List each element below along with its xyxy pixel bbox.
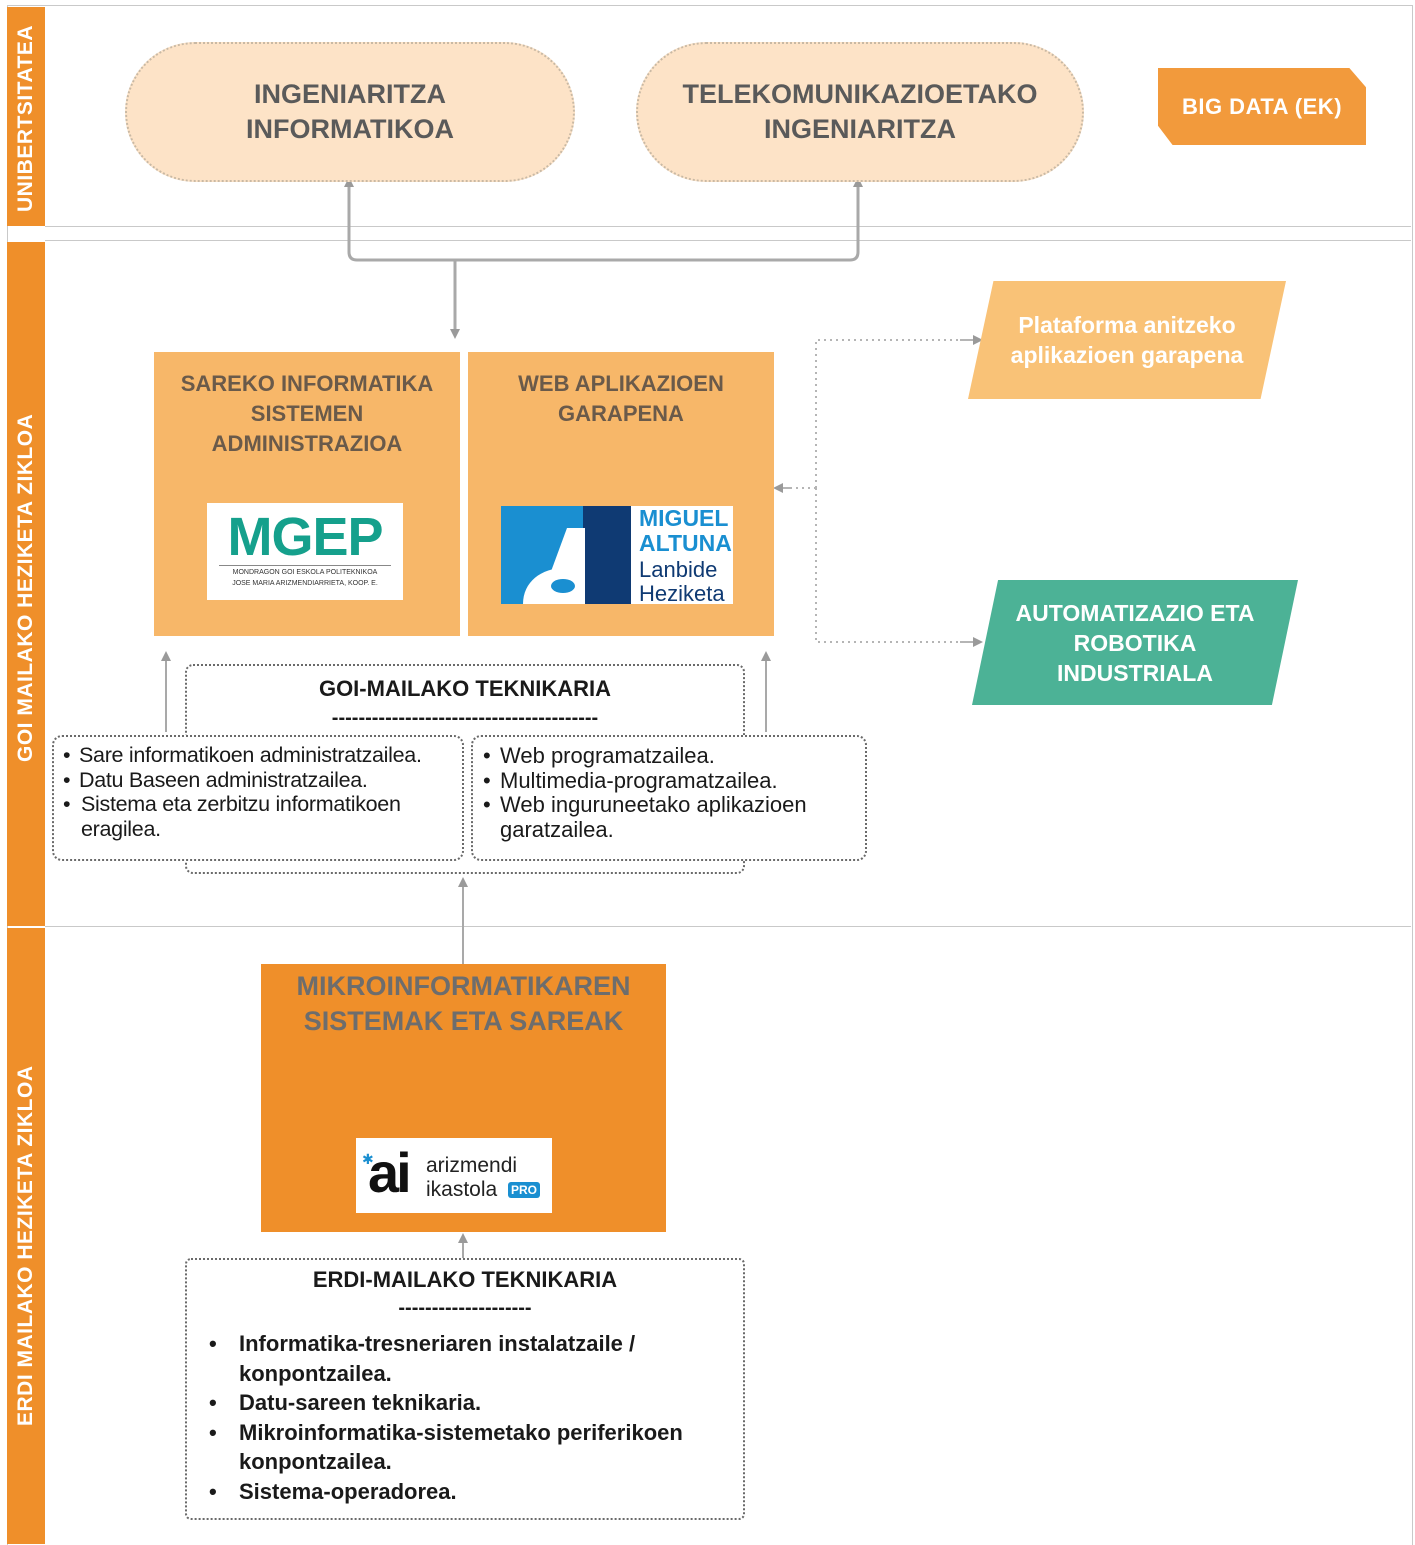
band-university: UNIBERTSITATEA <box>7 7 45 226</box>
big-data-badge: BIG DATA (EK) <box>1158 68 1366 145</box>
goi-job-left-3: •Sistema eta zerbitzu informatikoen erag… <box>63 792 401 841</box>
altuna-logo-line-3: Lanbide <box>639 557 718 582</box>
band-divider-top-2 <box>45 240 1411 241</box>
degree-1-line-2: INFORMATIKOA <box>246 114 454 144</box>
erdi-job-2: •Datu-sareen teknikaria. <box>209 1390 482 1415</box>
goi-job-left-2: •Datu Baseen administratzailea. <box>63 767 368 792</box>
altuna-logo-mark <box>501 506 631 604</box>
mgep-logo-line-2: JOSE MARIA ARIZMENDIARRIETA, KOOP. E. <box>232 580 378 587</box>
band-divider-top <box>45 226 1411 227</box>
erdi-job-4: •Sistema-operadorea. <box>209 1478 457 1504</box>
mgep-logo-rule <box>219 565 391 566</box>
course-2-title-line-1: WEB APLIKAZIOEN <box>518 371 724 396</box>
arizmendi-logo-mark: ai <box>368 1141 412 1204</box>
altuna-logo-line-1: MIGUEL <box>639 505 729 531</box>
spec-1-line-2: aplikazioen garapena <box>1010 342 1244 368</box>
goi-jobs-right: •Web programatzailea. •Multimedia-progra… <box>471 735 867 861</box>
altuna-logo-line-2: ALTUNA <box>639 530 732 556</box>
erdi-technician-rule: -------------------- <box>398 1297 532 1319</box>
connector-spec-dotted <box>785 339 968 643</box>
erdi-jobs-list: •Informatika-tresneriaren instalatzaile … <box>209 1329 693 1506</box>
mgep-logo: MGEP MONDRAGON GOI ESKOLA POLITEKNIKOA J… <box>207 503 403 600</box>
erdi-technician-box: ERDI-MAILAKO TEKNIKARIA ----------------… <box>185 1258 745 1520</box>
goi-job-right-2: •Multimedia-programatzailea. <box>483 767 778 793</box>
goi-jobs-left: •Sare informatikoen administratzailea. •… <box>52 735 464 861</box>
spec-1-line-1: Plataforma anitzeko <box>1018 312 1236 338</box>
degree-1-line-1: INGENIARITZA <box>253 79 446 109</box>
course-1-title-line-2: SISTEMEN <box>250 401 364 426</box>
band-middle: ERDI MAILAKO HEZIKETA ZIKLOA <box>7 928 45 1544</box>
arizmendi-logo-badge: PRO <box>508 1182 541 1198</box>
course-web-apps: WEB APLIKAZIOEN GARAPENA MIGUEL ALTUNA L… <box>468 352 774 636</box>
degree-2-line-1: TELEKOMUNIKAZIOETAKO <box>682 79 1038 109</box>
spec-2-line-2: ROBOTIKA <box>1073 629 1197 656</box>
course-network-systems-title: SAREKO INFORMATIKA SISTEMEN ADMINISTRAZI… <box>154 369 460 459</box>
spec-2-line-3: INDUSTRIALA <box>1057 659 1213 686</box>
erdi-technician-title: ERDI-MAILAKO TEKNIKARIA <box>312 1267 618 1292</box>
altuna-logo: MIGUEL ALTUNA Lanbide Heziketa <box>501 505 733 606</box>
degree-2-line-2: INGENIARITZA <box>763 114 956 144</box>
mgep-logo-line-1: MONDRAGON GOI ESKOLA POLITEKNIKOA <box>232 569 378 576</box>
band-higher: GOI MAILAKO HEZIKETA ZIKLOA <box>7 242 45 926</box>
goi-job-right-3: •Web inguruneetako aplikazioen garatzail… <box>483 792 807 842</box>
course-2-title-line-2: GARAPENA <box>558 401 684 426</box>
erdi-job-1: •Informatika-tresneriaren instalatzaile … <box>209 1331 636 1386</box>
degree-computer-engineering: INGENIARITZA INFORMATIKOA <box>125 42 575 182</box>
goi-job-left-1: •Sare informatikoen administratzailea. <box>63 743 422 767</box>
arizmendi-logo: ai ✱ arizmendi ikastola PRO <box>356 1138 552 1213</box>
mgep-logo-wordmark: MGEP <box>227 507 383 567</box>
course-mikro-title: MIKROINFORMATIKAREN SISTEMAK ETA SAREAK <box>261 969 666 1039</box>
spec-automation-robotics: AUTOMATIZAZIO ETA ROBOTIKA INDUSTRIALA <box>972 580 1298 705</box>
arizmendi-logo-line-1: arizmendi <box>426 1154 518 1177</box>
course-1-title-line-1: SAREKO INFORMATIKA <box>180 371 434 396</box>
goi-job-right-1: •Web programatzailea. <box>483 743 715 768</box>
altuna-logo-line-4: Heziketa <box>639 581 725 606</box>
arizmendi-logo-line-2: ikastola <box>426 1178 498 1201</box>
spec-2-line-1: AUTOMATIZAZIO ETA <box>1015 599 1255 626</box>
spec-multiplatform: Plataforma anitzeko aplikazioen garapena <box>968 281 1286 399</box>
course-microcomputer-systems: MIKROINFORMATIKAREN SISTEMAK ETA SAREAK … <box>261 964 666 1232</box>
course-network-systems: SAREKO INFORMATIKA SISTEMEN ADMINISTRAZI… <box>154 352 460 636</box>
course-1-title-line-3: ADMINISTRAZIOA <box>211 431 403 456</box>
band-divider-middle <box>45 926 1411 927</box>
course-mikro-title-line-2: SISTEMAK ETA SAREAK <box>303 1006 624 1036</box>
erdi-job-3: •Mikroinformatika-sistemetako periferiko… <box>209 1419 683 1475</box>
goi-jobs-right-list: •Web programatzailea. •Multimedia-progra… <box>483 743 861 842</box>
degree-telecom-engineering: TELEKOMUNIKAZIOETAKO INGENIARITZA <box>636 42 1084 182</box>
course-web-apps-title: WEB APLIKAZIOEN GARAPENA <box>468 369 774 429</box>
goi-technician-rule: ---------------------------------------- <box>331 707 599 729</box>
goi-technician-title: GOI-MAILAKO TEKNIKARIA <box>318 676 612 701</box>
goi-jobs-left-list: •Sare informatikoen administratzailea. •… <box>63 743 460 841</box>
arizmendi-logo-star: ✱ <box>362 1151 374 1167</box>
connector-university-branch <box>347 184 860 262</box>
course-mikro-title-line-1: MIKROINFORMATIKAREN <box>296 971 631 1001</box>
